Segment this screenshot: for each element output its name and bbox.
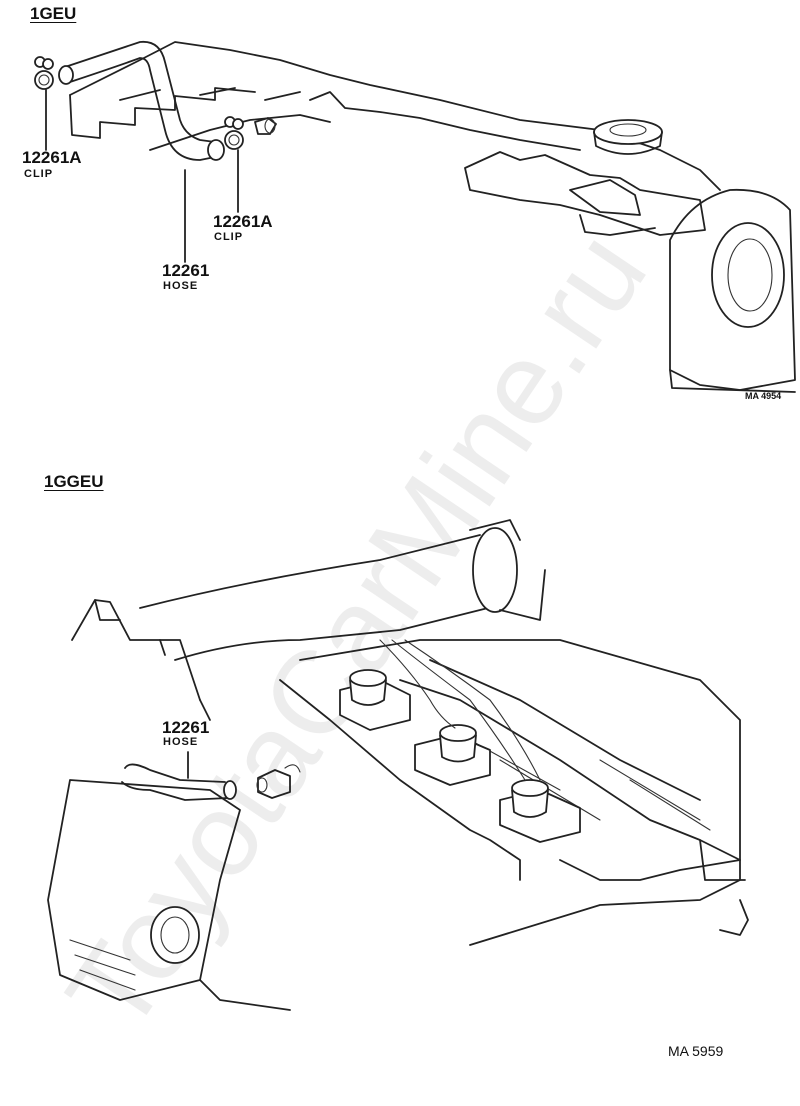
plug-cap-1-icon bbox=[339, 669, 411, 731]
part-name-clip-1: CLIP bbox=[24, 168, 54, 180]
engine-1geu-drawing bbox=[34, 40, 796, 393]
part-name-hose-1ggeu: HOSE bbox=[163, 736, 199, 748]
clip-2-icon bbox=[224, 116, 244, 150]
plug-cap-2-icon bbox=[414, 724, 491, 786]
part-name-clip-2: CLIP bbox=[214, 231, 244, 243]
section-title-1geu: 1GEU bbox=[30, 4, 77, 23]
part-number-clip-1: 12261A bbox=[22, 148, 82, 167]
part-name-hose-1geu: HOSE bbox=[163, 280, 199, 292]
part-number-hose-1ggeu: 12261 bbox=[162, 718, 210, 737]
part-number-clip-2: 12261A bbox=[213, 212, 273, 231]
clip-1-icon bbox=[34, 56, 54, 90]
figure-code-1ggeu: MA 5959 bbox=[668, 1043, 724, 1059]
plug-cap-3-icon bbox=[499, 779, 581, 843]
part-number-hose-1geu: 12261 bbox=[162, 261, 210, 280]
figure-code-1geu: MA 4954 bbox=[745, 391, 782, 401]
engine-1ggeu-drawing bbox=[47, 519, 749, 1011]
section-title-1ggeu: 1GGEU bbox=[44, 472, 104, 491]
